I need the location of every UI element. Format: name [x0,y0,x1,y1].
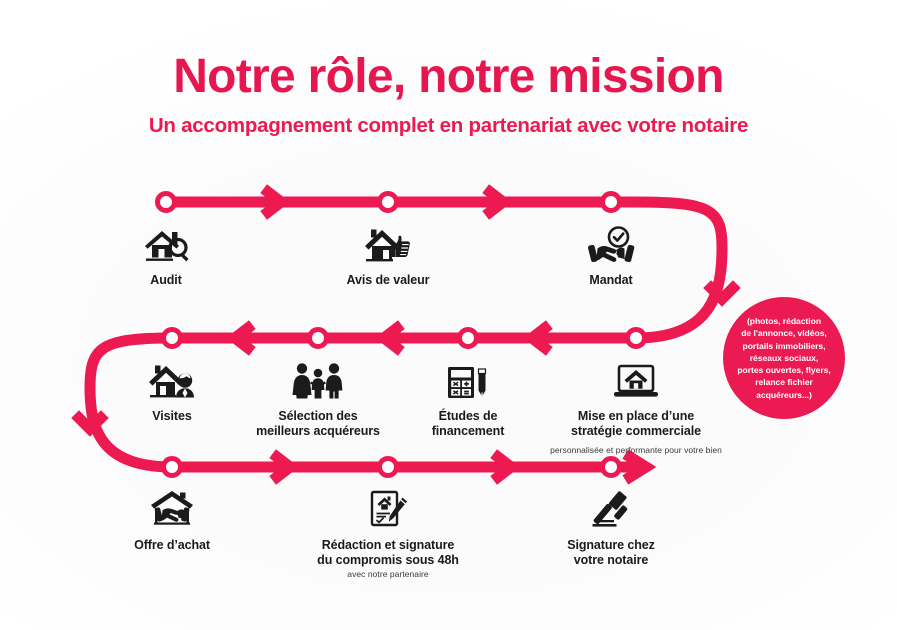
step-label: Audit [150,273,182,287]
handshake-check-icon [506,220,716,266]
step-label: Mise en place d’une stratégie commercial… [571,409,701,439]
step-offre-achat[interactable]: Offre d’achat [67,485,277,553]
arrowhead-connector-left [71,410,109,437]
node-mandat [600,191,622,213]
arrowhead-row3-end [622,449,657,485]
page-subtitle: Un accompagnement complet en partenariat… [148,113,749,137]
page-title: Notre rôle, notre mission [173,50,724,103]
house-magnifier-icon [61,220,271,266]
arrowhead-row3-a [269,449,300,485]
step-visites[interactable]: Visites [67,356,277,424]
laptop-house-icon [531,356,741,402]
header: Notre rôle, notre mission Un accompagnem… [0,0,897,137]
step-audit[interactable]: Audit [61,220,271,288]
family-group-icon [213,356,423,402]
step-label: Avis de valeur [346,273,430,287]
arrowhead-row2-c [225,320,256,356]
document-pen-icon [283,485,493,531]
node-avis-de-valeur [377,191,399,213]
step-etudes-financement[interactable]: Études de financement [363,356,573,440]
step-avis-de-valeur[interactable]: Avis de valeur [283,220,493,288]
step-label: Offre d’achat [134,538,210,552]
step-compromis[interactable]: Rédaction et signature du compromis sous… [283,485,493,579]
step-sublabel: personnalisée et performante pour votre … [550,444,722,455]
house-agent-icon [67,356,277,402]
arrowhead-row2-a [522,320,553,356]
node-offre-achat [161,456,183,478]
gavel-icon [506,485,716,531]
step-sublabel-compromis: avec notre partenaire [347,568,429,579]
arrowhead-row3-b [490,449,521,485]
arrowhead-row1-a [260,184,291,220]
arrowhead-row2-b [374,320,405,356]
step-label: Mandat [589,273,633,287]
arrowhead-connector-right [703,280,741,307]
calculator-pen-icon [363,356,573,402]
flow-connector-right [635,196,728,344]
house-handshake-icon [67,485,277,531]
step-signature-notaire[interactable]: Signature chez votre notaire [506,485,716,569]
step-strategie-commerciale[interactable]: Mise en place d’une stratégie commercial… [531,356,741,455]
step-mandat[interactable]: Mandat [506,220,716,288]
step-label: Rédaction et signature du compromis sous… [317,538,459,568]
node-signature [600,456,622,478]
node-audit [155,191,177,213]
arrowhead-row1-b [482,184,513,220]
step-label: Sélection des meilleurs acquéreurs [256,409,380,439]
strategie-callout: (photos, rédaction de l'annonce, vidéos,… [723,297,845,419]
step-selection-acquereurs[interactable]: Sélection des meilleurs acquéreurs [213,356,423,440]
step-label: Signature chez votre notaire [567,538,655,568]
strategie-callout-text: (photos, rédaction de l'annonce, vidéos,… [737,316,831,400]
node-strategie [625,327,647,349]
node-visites [161,327,183,349]
flow-connector-left [84,332,173,473]
step-label: Études de financement [431,409,505,439]
step-label: Visites [152,409,192,423]
node-etudes [457,327,479,349]
node-selection [307,327,329,349]
house-thumbs-up-icon [283,220,493,266]
node-compromis [377,456,399,478]
